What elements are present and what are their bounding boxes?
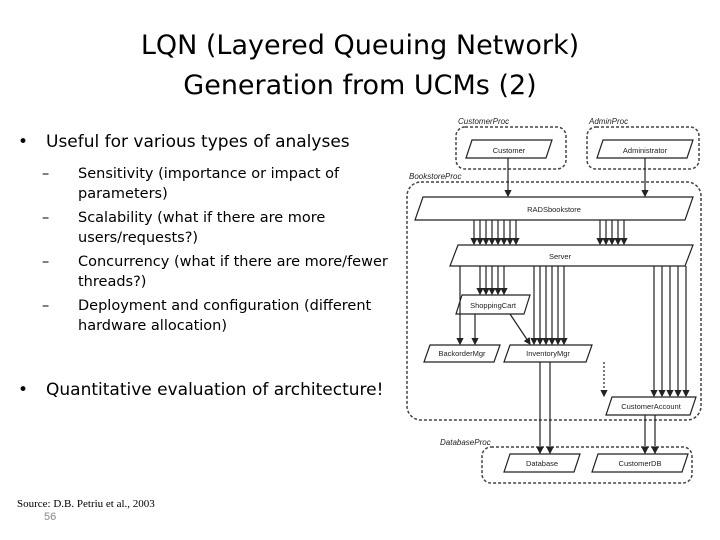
task-customeraccount-label: CustomerAccount <box>621 402 682 411</box>
task-radsbookstore <box>414 196 694 221</box>
dash-glyph: – <box>42 210 50 226</box>
sub-bullet-deployment: – Deployment and configuration (differen… <box>42 296 403 336</box>
task-administrator-label: Administrator <box>623 146 668 155</box>
task-administrator <box>596 139 694 159</box>
processor-database-label: DatabaseProc <box>440 438 491 447</box>
bullet-glyph: • <box>18 380 29 400</box>
slide-title: LQN (Layered Queuing Network) Generation… <box>0 26 720 106</box>
source-citation: Source: D.B. Petriu et al., 2003 <box>17 498 155 510</box>
title-line-1: LQN (Layered Queuing Network) <box>140 30 580 61</box>
sub-bullet-text: Scalability (what if there are more user… <box>78 210 326 246</box>
sub-bullet-sensitivity: – Sensitivity (importance or impact of p… <box>42 164 403 204</box>
dash-glyph: – <box>42 166 50 182</box>
bullet-quantitative: • Quantitative evaluation of architectur… <box>18 378 403 402</box>
processor-database-box <box>481 446 693 484</box>
dash-glyph: – <box>42 254 50 270</box>
dash-glyph: – <box>42 298 50 314</box>
bullet-list: • Useful for various types of analyses –… <box>18 130 403 402</box>
sub-bullet-scalability: – Scalability (what if there are more us… <box>42 208 403 248</box>
task-radsbookstore-label: RADSbookstore <box>527 205 581 214</box>
bullet-text: Useful for various types of analyses <box>46 132 350 152</box>
bullet-glyph: • <box>18 132 29 152</box>
processor-customer-box <box>455 126 567 170</box>
page-number: 56 <box>44 511 57 523</box>
sub-bullet-text: Sensitivity (importance or impact of par… <box>78 166 340 202</box>
task-server <box>449 244 694 267</box>
processor-admin-label: AdminProc <box>588 117 628 126</box>
processor-admin-box <box>586 126 700 170</box>
task-inventory-label: InventoryMgr <box>526 349 570 358</box>
task-customer-label: Customer <box>493 146 526 155</box>
bullet-useful: • Useful for various types of analyses <box>18 130 403 154</box>
task-customerdb-label: CustomerDB <box>619 459 662 468</box>
sub-bullet-text: Deployment and configuration (different … <box>78 298 372 334</box>
sub-bullet-text: Concurrency (what if there are more/fewe… <box>78 254 388 290</box>
task-customer <box>465 139 553 159</box>
title-line-2: Generation from UCMs (2) <box>183 70 537 101</box>
sub-bullet-concurrency: – Concurrency (what if there are more/fe… <box>42 252 403 292</box>
task-server-label: Server <box>549 252 572 261</box>
sub-bullet-list: – Sensitivity (importance or impact of p… <box>42 164 403 336</box>
processor-customer-label: CustomerProc <box>458 117 509 126</box>
processor-bookstore-box <box>406 181 702 421</box>
task-shoppingcart-label: ShoppingCart <box>470 301 517 310</box>
call-arrows <box>456 158 690 455</box>
task-backorder-label: BackorderMgr <box>438 349 486 358</box>
task-database <box>503 453 581 473</box>
task-database-label: Database <box>526 459 558 468</box>
processor-bookstore-label: BookstoreProc <box>409 172 461 181</box>
bullet-text: Quantitative evaluation of architecture! <box>46 380 384 400</box>
lqn-diagram: CustomerProc AdminProc BookstoreProc Dat… <box>406 117 702 484</box>
